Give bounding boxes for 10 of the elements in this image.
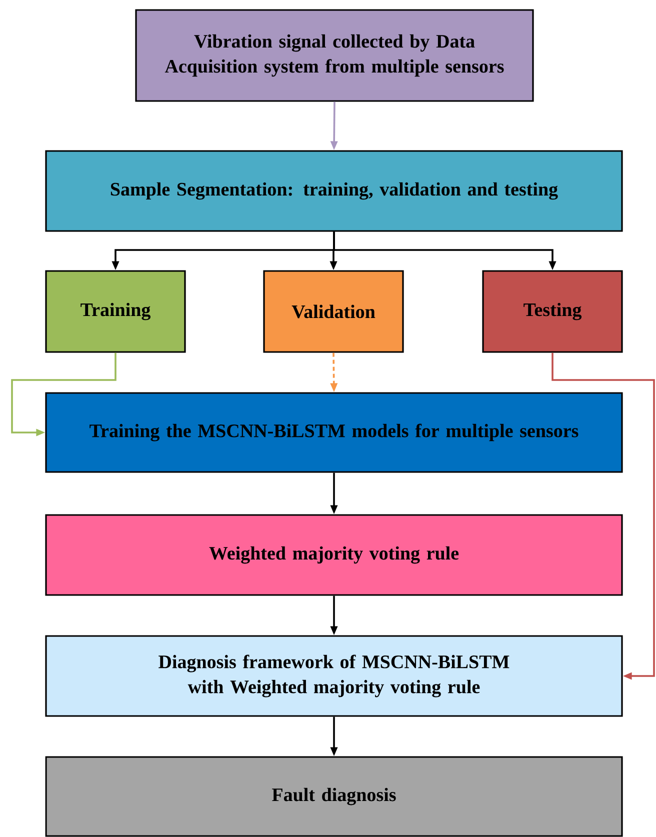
process-box: Weighted majority voting rule <box>45 514 623 596</box>
process-box: Sample Segmentation: training, validation and testing <box>45 150 623 232</box>
data-box: Training <box>45 270 186 353</box>
data-box: Testing <box>482 270 623 353</box>
process-box: Training the MSCNN-BiLSTM models for multiple sensors <box>45 392 623 473</box>
data-box: Validation <box>263 270 404 353</box>
process-box: Fault diagnosis <box>45 756 623 837</box>
process-box: Diagnosis framework of MSCNN-BiLSTM with Weighted majority voting rule <box>45 635 623 717</box>
arrow <box>552 352 655 680</box>
process-box: Vibration signal collected by Data Acquisition system from multiple sensors <box>135 9 534 102</box>
